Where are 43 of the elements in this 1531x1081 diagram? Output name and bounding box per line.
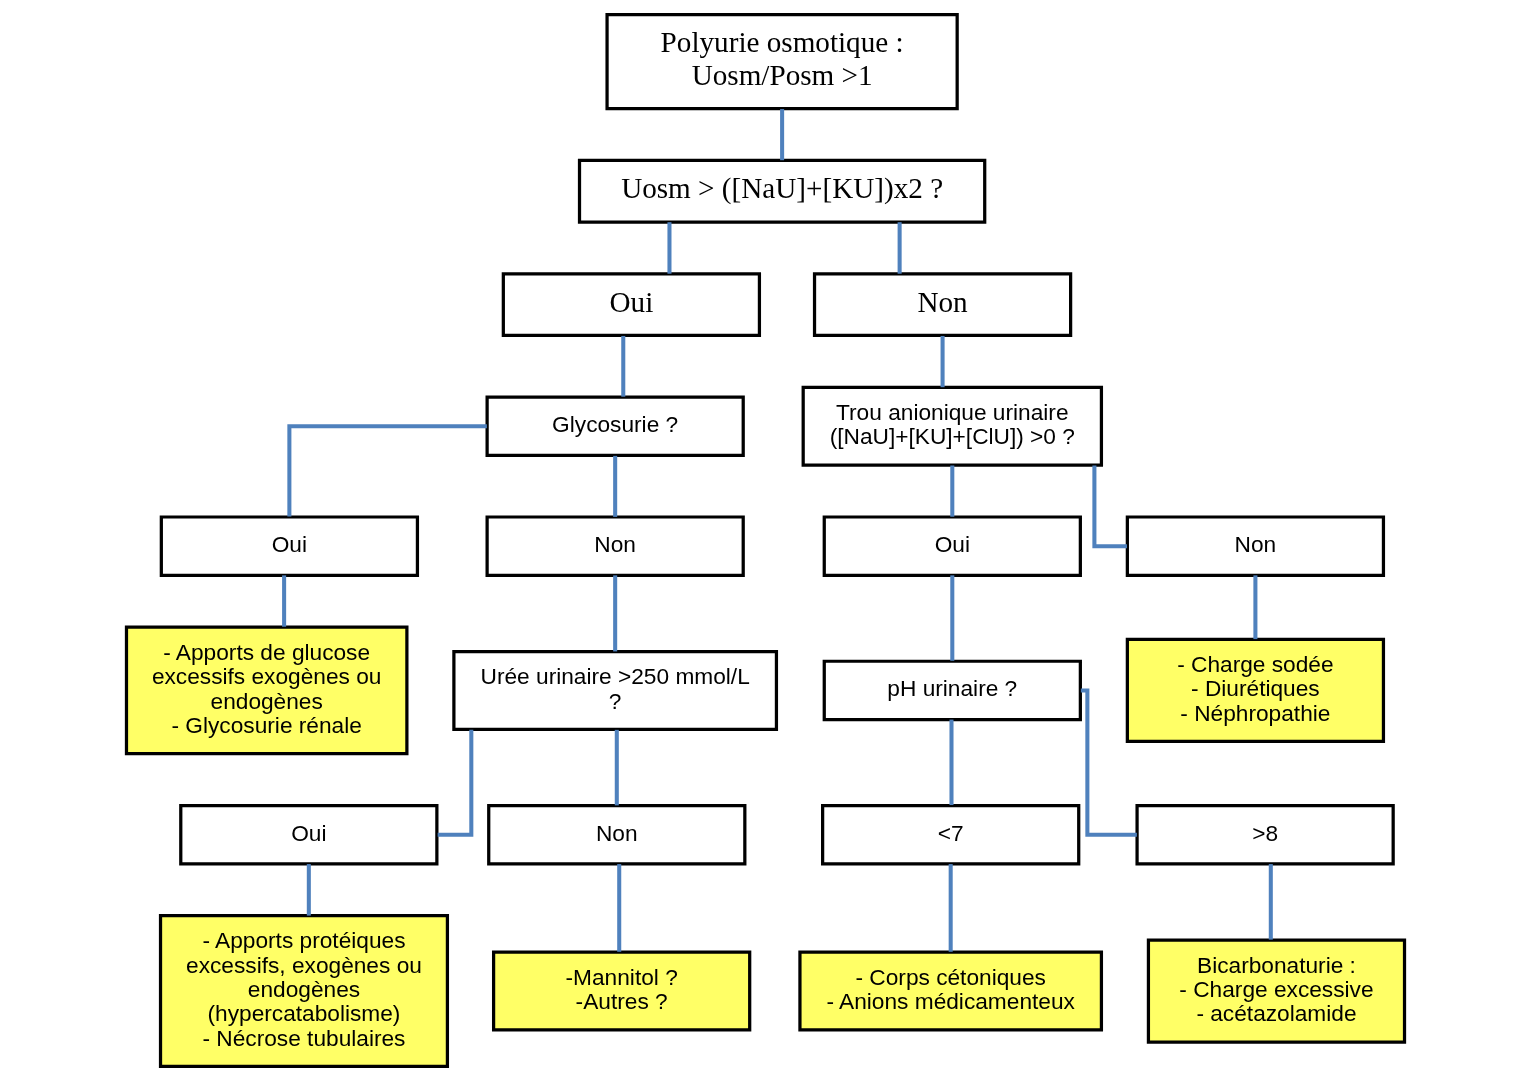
node-box: Bicarbonaturie : - Charge excessive - acétazolamide xyxy=(1146,938,1407,1044)
node-box: -Mannitol ? -Autres ? xyxy=(492,950,752,1032)
connector xyxy=(949,719,954,806)
node-box: Non xyxy=(485,515,745,577)
node-box: >8 xyxy=(1135,803,1395,866)
node-box: Non xyxy=(487,803,747,866)
connector xyxy=(1092,465,1127,549)
connector xyxy=(1080,688,1137,837)
node-box: Urée urinaire >250 mmol/L ? xyxy=(452,649,779,731)
connector xyxy=(306,864,311,916)
connector xyxy=(437,729,474,837)
connector xyxy=(667,222,672,274)
node-box: Oui xyxy=(179,803,439,866)
connector xyxy=(282,575,287,627)
connector xyxy=(617,864,622,952)
connector xyxy=(613,575,618,652)
node-box: - Corps cétoniques - Anions médicamenteux xyxy=(798,950,1104,1032)
connector xyxy=(1268,864,1273,940)
connector xyxy=(948,864,953,952)
connector xyxy=(613,455,618,517)
node-box: Oui xyxy=(501,272,762,338)
connector xyxy=(287,424,487,517)
connector xyxy=(940,335,945,388)
node-box: Non xyxy=(1125,515,1386,577)
node-box: Trou anionique urinaire ([NaU]+[KU]+[ClU]) >0 ? xyxy=(801,385,1104,467)
node-box: - Apports de glucose excessifs exogènes ou endogènes - Glycosurie rénale xyxy=(124,625,409,756)
connector xyxy=(621,335,626,397)
connector xyxy=(950,465,955,517)
connector xyxy=(1253,575,1258,640)
node-box: Oui xyxy=(159,515,420,577)
connector xyxy=(950,575,955,661)
node-box: Uosm > ([NaU]+[KU])x2 ? xyxy=(577,158,987,224)
node-box: Polyurie osmotique : Uosm/Posm >1 xyxy=(605,12,959,111)
node-box: - Apports protéiques excessifs, exogènes ou endogènes (hypercatabolisme) - Nécrose tubulaires xyxy=(158,914,450,1069)
connector xyxy=(897,222,902,274)
connector xyxy=(614,729,619,806)
connector xyxy=(780,109,785,161)
node-box: <7 xyxy=(821,803,1081,866)
node-box: Non xyxy=(812,272,1073,338)
node-box: - Charge sodée - Diurétiques - Néphropathie xyxy=(1125,637,1386,744)
node-box: Glycosurie ? xyxy=(485,395,745,458)
node-box: pH urinaire ? xyxy=(822,659,1082,722)
node-box: Oui xyxy=(822,515,1082,577)
